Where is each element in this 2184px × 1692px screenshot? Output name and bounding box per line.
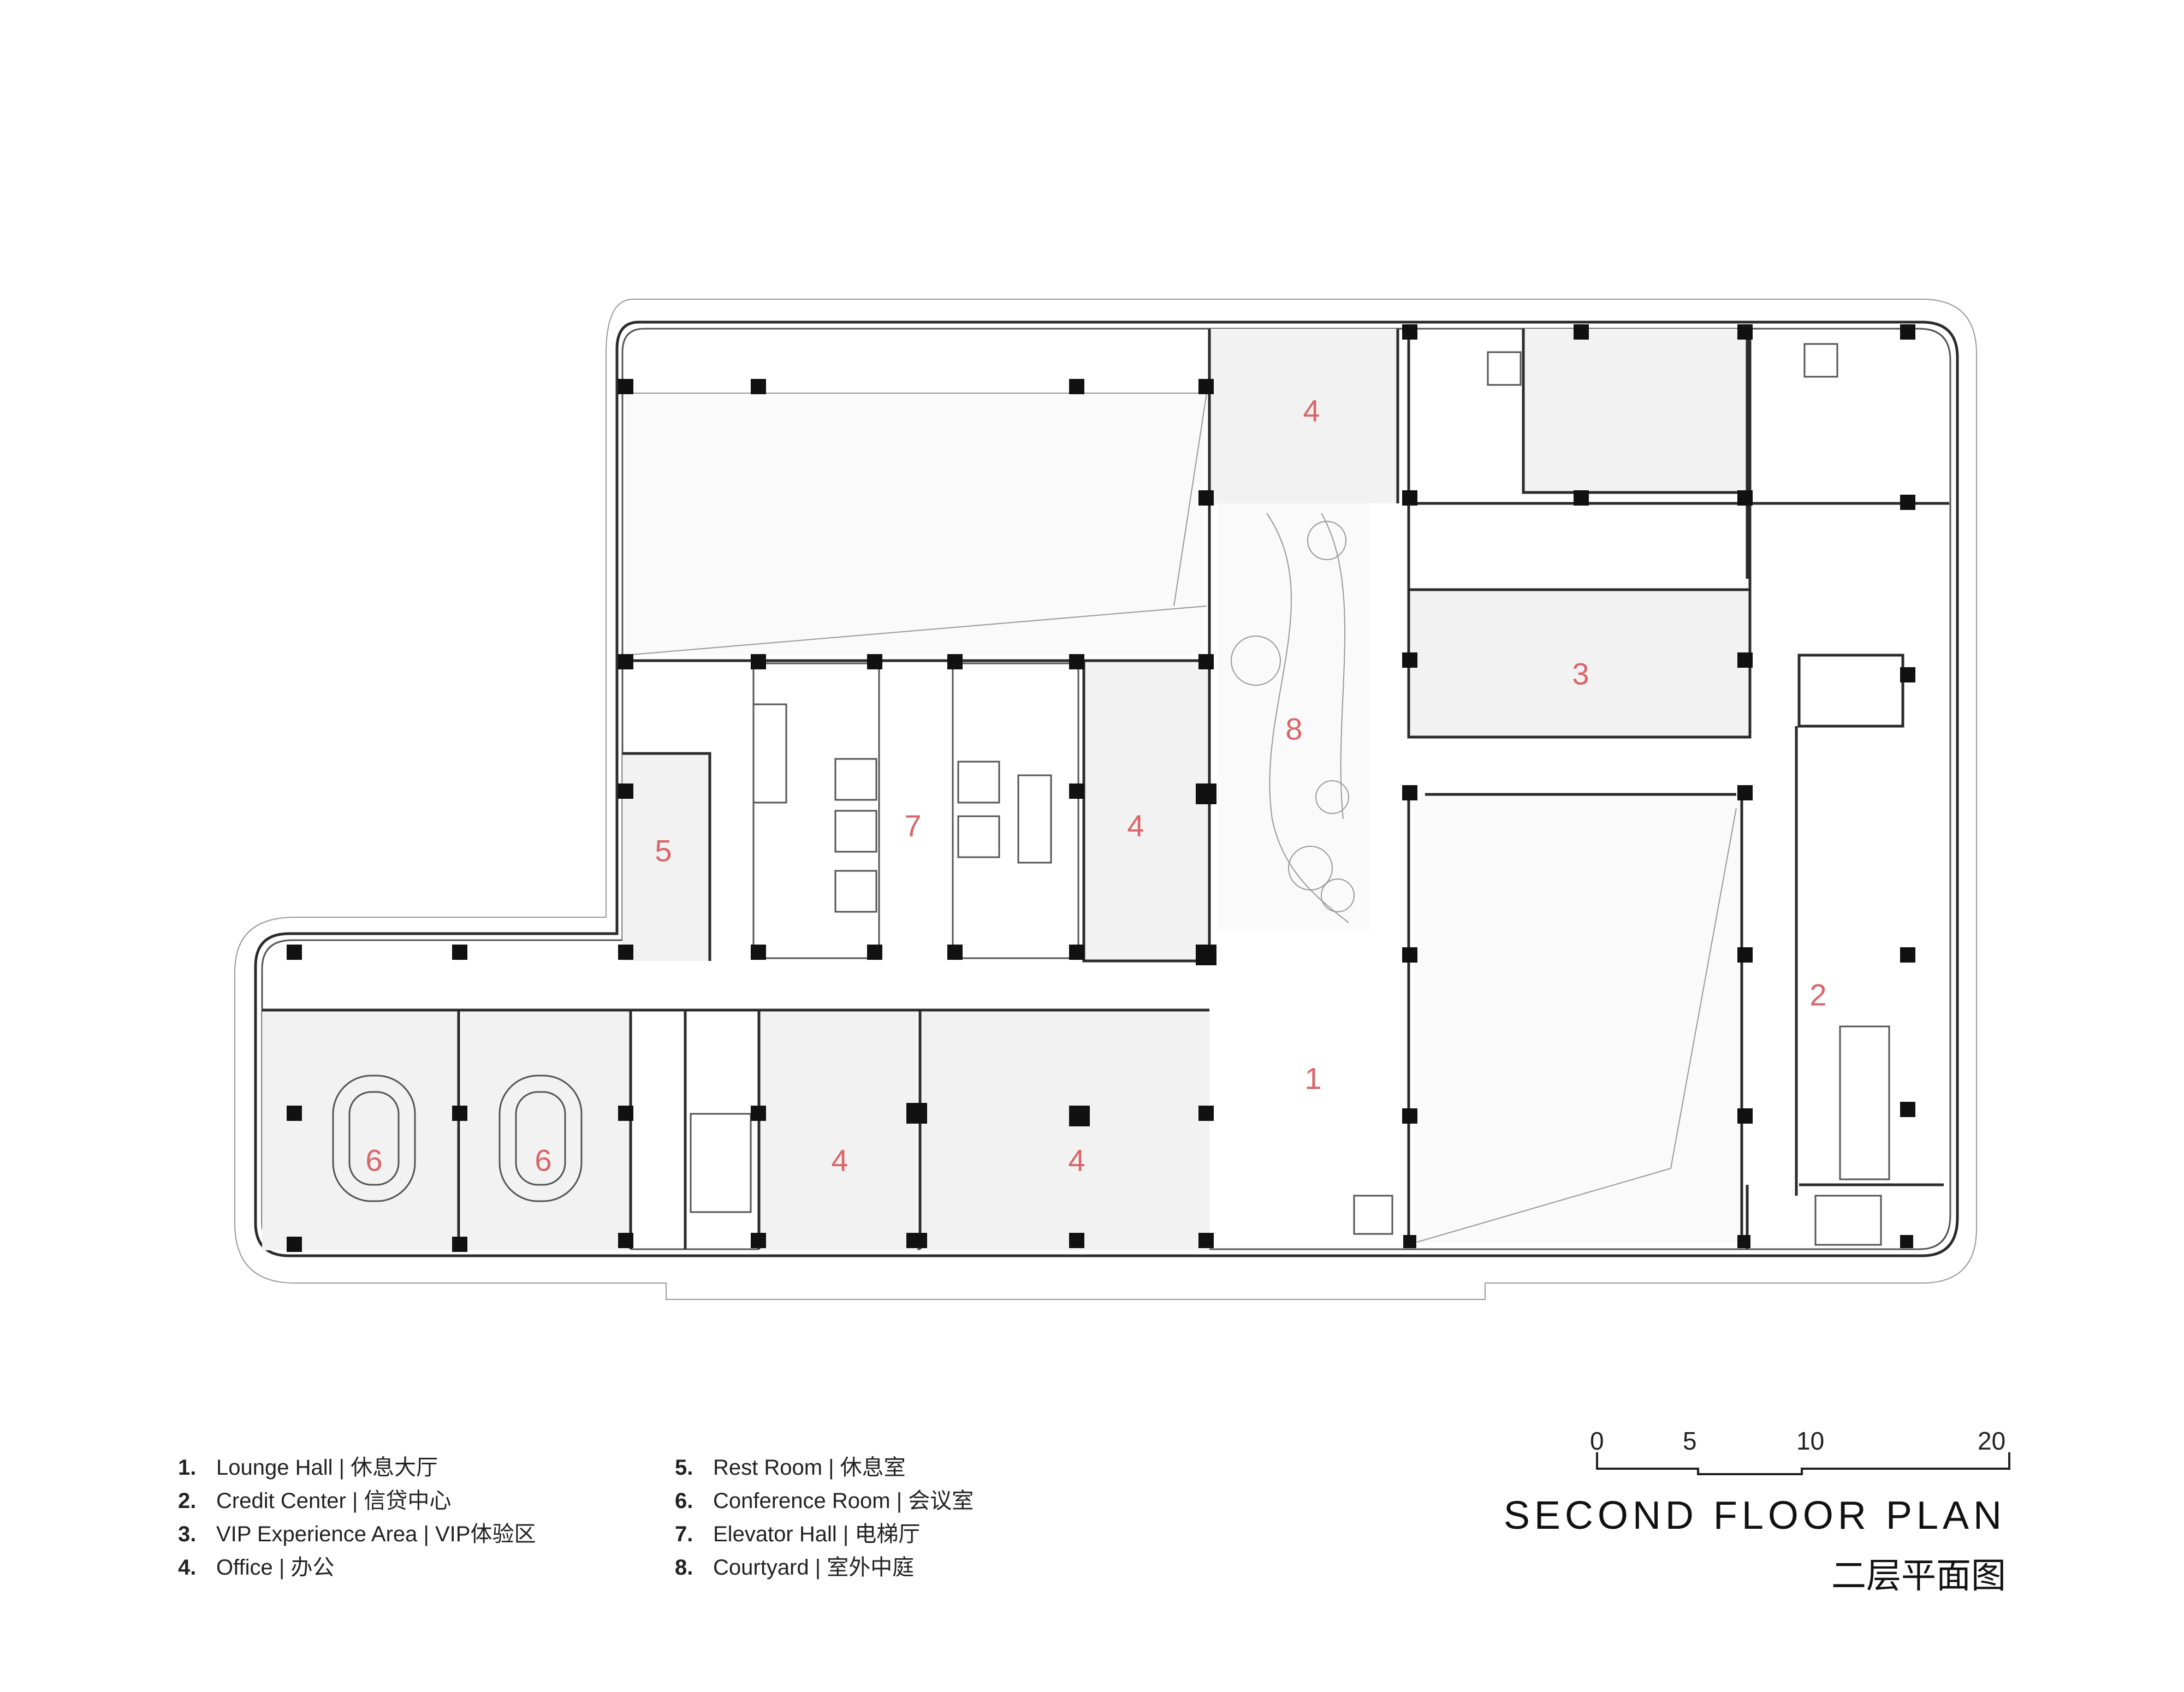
room-label: 8 <box>1285 712 1302 746</box>
room-label: 6 <box>535 1143 551 1178</box>
plan-title: SECOND FLOOR PLAN <box>1503 1494 2006 1537</box>
room-label: 4 <box>1068 1143 1085 1178</box>
scale-bar <box>1596 1452 2010 1475</box>
legend-item: 5.Rest Room | 休息室 <box>675 1456 906 1480</box>
conference-2-fill <box>461 1010 631 1250</box>
rest-room-fill <box>622 753 710 961</box>
plan-subtitle: 二层平面图 <box>1831 1556 2006 1596</box>
site-outline <box>234 299 1977 1300</box>
room-label: 4 <box>1303 394 1320 428</box>
legend-item: 6.Conference Room | 会议室 <box>675 1489 974 1513</box>
core-walls <box>690 343 1890 1246</box>
legend-item: 2.Credit Center | 信贷中心 <box>178 1489 452 1513</box>
room-label: 7 <box>904 809 921 843</box>
conference-1-fill <box>262 1010 459 1250</box>
office-4-south-b-fill <box>920 1010 1209 1250</box>
room-label: 2 <box>1809 978 1826 1012</box>
scale-tick-label: 10 <box>1796 1427 1825 1455</box>
office-4-north-fill <box>1209 329 1398 503</box>
legend-item: 8.Courtyard | 室外中庭 <box>675 1556 915 1580</box>
diagonal-lines <box>625 393 1737 1243</box>
office-4-south-a-fill <box>759 1010 917 1250</box>
office-block-fill <box>1523 329 1747 492</box>
courtyard-planting <box>1231 513 1355 923</box>
room-label: 4 <box>831 1143 848 1178</box>
room-label: 4 <box>1127 809 1144 843</box>
scale-tick-label: 20 <box>1978 1427 2006 1455</box>
room-label: 3 <box>1572 657 1589 691</box>
legend-item: 7.Elevator Hall | 电梯厅 <box>675 1522 921 1546</box>
north-void-fill <box>625 393 1204 655</box>
interior-walls <box>262 329 1949 1249</box>
scale-tick-label: 0 <box>1590 1427 1604 1455</box>
room-labels: 1 2 3 4 4 4 4 5 6 6 7 8 <box>365 394 1826 1178</box>
room-label: 5 <box>655 834 672 868</box>
structural-columns <box>287 324 1915 1252</box>
conference-tables <box>332 1074 583 1202</box>
scale-tick-label: 5 <box>1683 1427 1697 1455</box>
vip-area-fill <box>1409 590 1750 737</box>
void-fill <box>1414 794 1742 1242</box>
courtyard-fill <box>1218 503 1370 929</box>
room-label: 1 <box>1304 1061 1321 1096</box>
legend-item: 4.Office | 办公 <box>178 1556 335 1580</box>
legend-item: 1.Lounge Hall | 休息大厅 <box>178 1456 438 1480</box>
legend-item: 3.VIP Experience Area | VIP体验区 <box>178 1522 536 1546</box>
room-label: 6 <box>365 1143 382 1178</box>
office-4-west-fill <box>1084 661 1209 961</box>
